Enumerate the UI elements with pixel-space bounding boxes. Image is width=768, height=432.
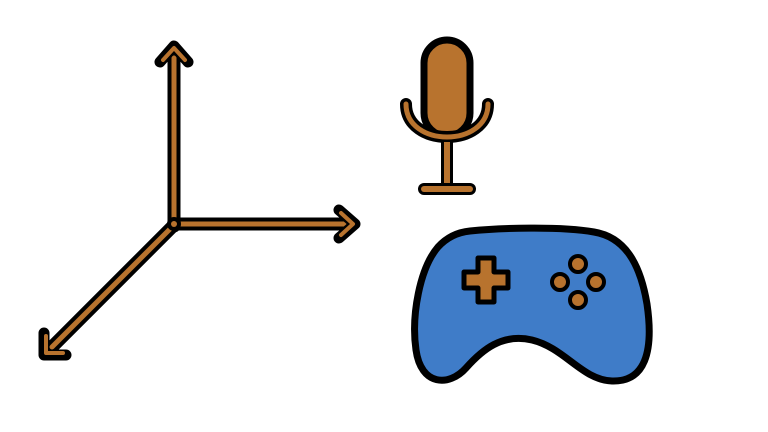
3d-axes-icon [38, 40, 361, 361]
gamepad-icon [411, 224, 653, 385]
microphone-icon [400, 36, 494, 195]
